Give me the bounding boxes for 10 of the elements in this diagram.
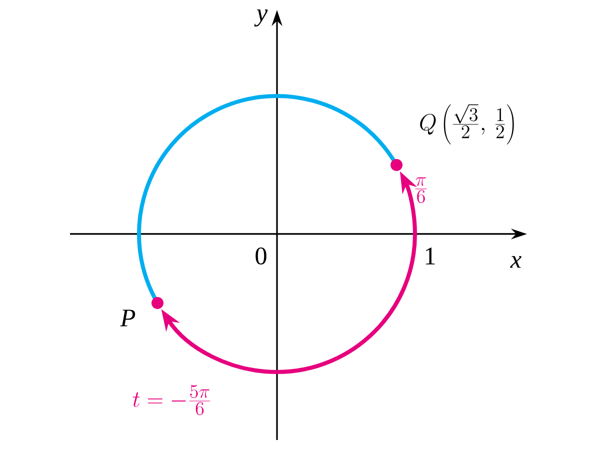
axis-label: 0 (256, 247, 266, 265)
axis-label: y (254, 9, 268, 27)
edge-label: $t=-\frac{5\pi}{6}$ (132, 384, 210, 416)
point-label: P (120, 310, 136, 326)
edge-label: $\frac{\pi}{6}$ (415, 177, 427, 204)
point-label: $Q\left(\frac{\sqrt{3}}{2},\,\frac{1}{2}\right)$ (420, 104, 514, 144)
axis-label: x (510, 256, 522, 268)
point-dot (390, 159, 403, 171)
axis-label: 1 (426, 248, 435, 264)
point-dot (152, 296, 164, 309)
